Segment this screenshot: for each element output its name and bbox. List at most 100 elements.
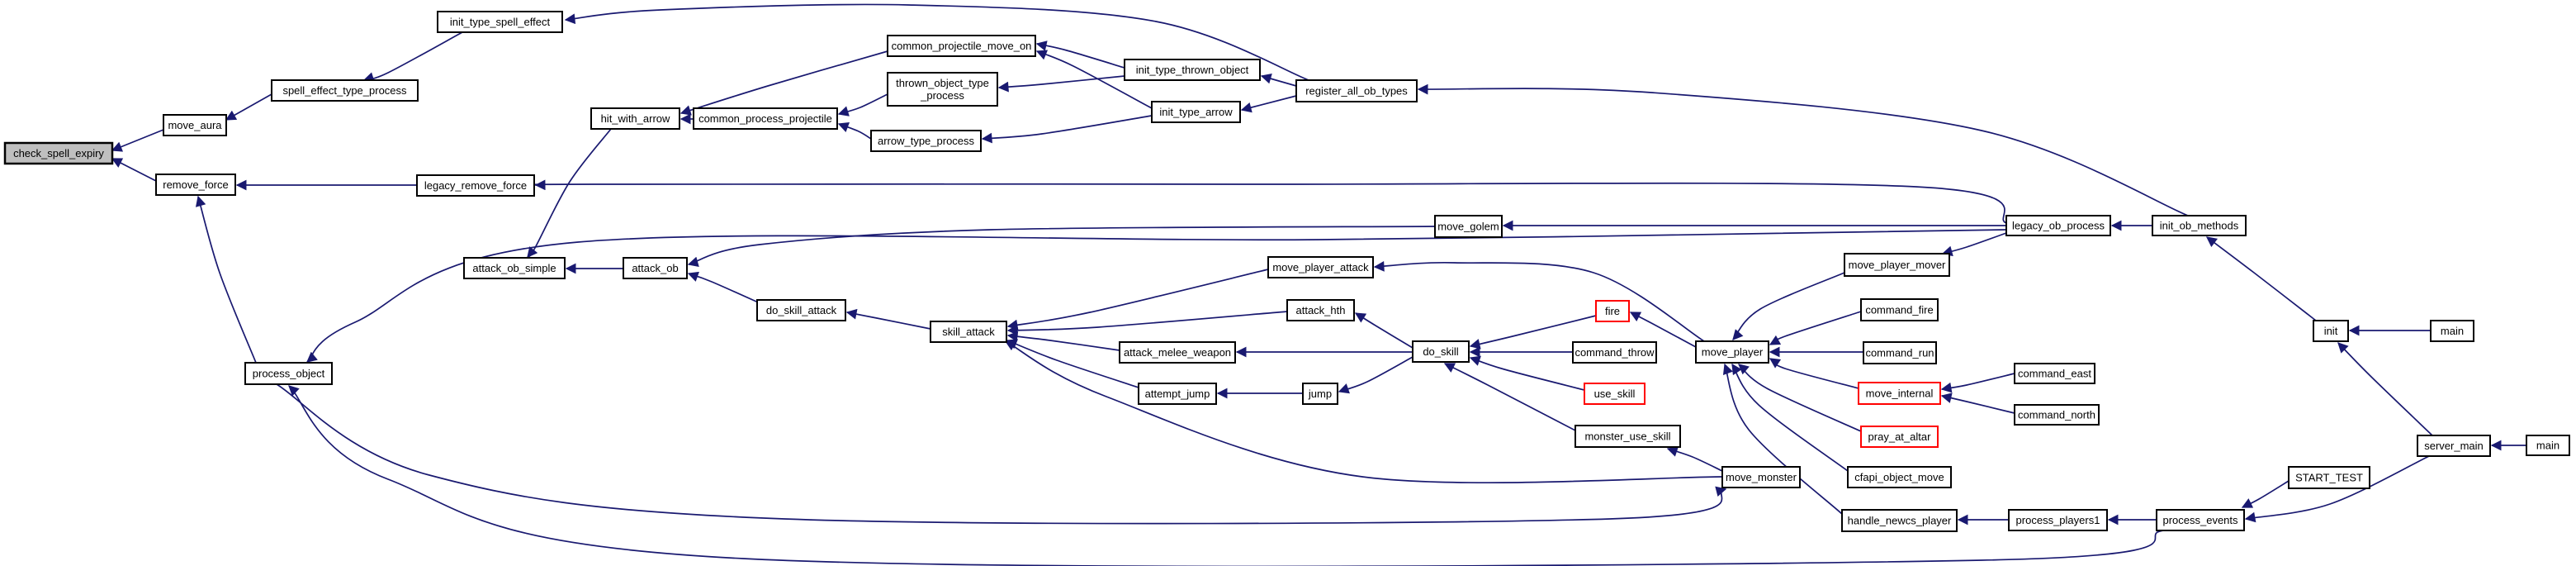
node-label: move_aura <box>168 119 222 131</box>
node-move_player_attack[interactable]: move_player_attack <box>1267 256 1374 278</box>
node-process_object[interactable]: process_object <box>244 362 333 385</box>
node-process_events[interactable]: process_events <box>2156 509 2245 531</box>
edge-init_type_thrown_object-to-common_projectile_move_on <box>1035 40 1125 69</box>
node-label: legacy_remove_force <box>424 179 527 192</box>
node-box <box>1286 299 1355 321</box>
edge-process_object-to-remove_force <box>195 195 257 364</box>
edge-thrown_object_type_process-to-common_process_projectile <box>837 93 888 117</box>
node-thrown_object_type_process[interactable]: thrown_object_type_process <box>887 72 998 107</box>
node-spell_effect_type_process[interactable]: spell_effect_type_process <box>271 79 419 102</box>
node-common_projectile_move_on[interactable]: common_projectile_move_on <box>887 35 1036 57</box>
node-box <box>2313 320 2349 342</box>
node-attack_ob[interactable]: attack_ob <box>623 257 688 279</box>
edge-attempt_jump-to-skill_attack <box>1006 339 1139 388</box>
node-skill_attack[interactable]: skill_attack <box>930 321 1007 343</box>
node-attack_ob_simple[interactable]: attack_ob_simple <box>463 257 566 279</box>
node-register_all_ob_types[interactable]: register_all_ob_types <box>1295 79 1418 102</box>
node-move_internal[interactable]: move_internal <box>1858 382 1941 405</box>
node-command_east[interactable]: command_east <box>2014 363 2095 384</box>
node-monster_use_skill[interactable]: monster_use_skill <box>1574 425 1681 448</box>
edge-process_events-to-process_object <box>288 385 2164 566</box>
node-label: hit_with_arrow <box>601 112 670 125</box>
node-init[interactable]: init <box>2313 320 2349 342</box>
edge-do_skill_attack-to-attack_ob <box>687 271 765 306</box>
node-main_server[interactable]: main <box>2526 435 2570 456</box>
edge-server_main-to-process_events <box>2244 455 2430 523</box>
node-label: thrown_object_type_process <box>896 77 989 102</box>
node-move_monster[interactable]: move_monster <box>1721 466 1801 488</box>
node-box <box>887 35 1036 57</box>
node-label: pray_at_altar <box>1868 430 1932 443</box>
node-arrow_type_process[interactable]: arrow_type_process <box>870 130 982 152</box>
node-label: use_skill <box>1594 388 1636 400</box>
node-jump[interactable]: jump <box>1302 383 1338 405</box>
node-init_type_thrown_object[interactable]: init_type_thrown_object <box>1124 59 1261 81</box>
edge-init_type_arrow-to-arrow_type_process <box>981 115 1153 144</box>
node-process_players1[interactable]: process_players1 <box>2008 509 2108 531</box>
edge-move_golem-to-attack_ob <box>687 226 1436 268</box>
edge-do_skill-to-jump <box>1338 356 1413 394</box>
node-label: remove_force <box>163 178 228 191</box>
node-common_process_projectile[interactable]: common_process_projectile <box>693 107 838 130</box>
node-attempt_jump[interactable]: attempt_jump <box>1138 383 1217 405</box>
node-handle_newcs_player[interactable]: handle_newcs_player <box>1841 509 1958 532</box>
node-legacy_remove_force[interactable]: legacy_remove_force <box>416 174 535 197</box>
node-move_golem[interactable]: move_golem <box>1434 215 1503 238</box>
edge-move_player-to-fire <box>1629 312 1697 348</box>
node-hit_with_arrow[interactable]: hit_with_arrow <box>590 107 680 130</box>
edge-register_all_ob_types-to-init_type_thrown_object <box>1260 74 1297 87</box>
node-box <box>1595 300 1630 322</box>
node-label: skill_attack <box>942 326 995 338</box>
node-legacy_ob_process[interactable]: legacy_ob_process <box>2005 215 2111 236</box>
node-label: move_player_mover <box>1849 259 1946 271</box>
node-move_player_mover[interactable]: move_player_mover <box>1844 253 1950 277</box>
node-box <box>1151 101 1241 123</box>
node-box <box>416 174 535 197</box>
node-command_fire[interactable]: command_fire <box>1860 298 1939 321</box>
node-cfapi_object_move[interactable]: cfapi_object_move <box>1847 466 1952 488</box>
node-attack_melee_weapon[interactable]: attack_melee_weapon <box>1119 341 1236 364</box>
node-label: init_type_thrown_object <box>1136 64 1249 76</box>
node-box <box>2526 435 2570 456</box>
node-label: init_type_spell_effect <box>450 16 551 28</box>
node-move_player[interactable]: move_player <box>1695 340 1769 364</box>
node-box <box>590 107 680 130</box>
node-command_throw[interactable]: command_throw <box>1572 341 1657 364</box>
node-do_skill_attack[interactable]: do_skill_attack <box>756 299 846 321</box>
node-do_skill[interactable]: do_skill <box>1412 340 1470 363</box>
node-label: main <box>2536 440 2559 452</box>
node-label: common_process_projectile <box>698 112 832 125</box>
node-remove_force[interactable]: remove_force <box>155 174 236 196</box>
node-use_skill[interactable]: use_skill <box>1584 383 1646 405</box>
node-init_type_arrow[interactable]: init_type_arrow <box>1151 101 1241 123</box>
edge-command_east-to-move_internal <box>1940 373 2015 393</box>
edge-init_ob_methods-to-register_all_ob_types <box>1417 83 2189 216</box>
node-START_TEST[interactable]: START_TEST <box>2288 466 2370 489</box>
node-move_aura[interactable]: move_aura <box>163 114 227 136</box>
node-box <box>1412 340 1470 363</box>
node-attack_hth[interactable]: attack_hth <box>1286 299 1355 321</box>
node-command_run[interactable]: command_run <box>1863 341 1937 364</box>
node-box <box>244 362 333 385</box>
node-box <box>623 257 688 279</box>
node-server_main[interactable]: server_main <box>2417 435 2491 457</box>
node-init_type_spell_effect[interactable]: init_type_spell_effect <box>437 11 563 33</box>
node-fire[interactable]: fire <box>1595 300 1630 322</box>
edge-process_object-to-move_monster <box>276 383 1727 525</box>
edge-monster_use_skill-to-do_skill <box>1443 363 1576 431</box>
node-box <box>930 321 1007 343</box>
node-box <box>1858 382 1941 405</box>
node-pray_at_altar[interactable]: pray_at_altar <box>1860 426 1939 448</box>
edge-legacy_ob_process-to-legacy_remove_force <box>523 179 2007 224</box>
node-main_init[interactable]: main <box>2430 320 2474 342</box>
node-label: legacy_ob_process <box>2012 220 2105 232</box>
node-command_north[interactable]: command_north <box>2014 404 2100 426</box>
node-box <box>887 72 998 107</box>
node-init_ob_methods[interactable]: init_ob_methods <box>2152 215 2247 236</box>
edge-init_type_spell_effect-to-spell_effect_type_process <box>362 31 463 83</box>
node-label: process_players1 <box>2016 514 2100 526</box>
node-check_spell_expiry[interactable]: check_spell_expiry <box>3 141 114 165</box>
node-box <box>1572 341 1657 364</box>
node-label: attack_hth <box>1296 304 1346 316</box>
